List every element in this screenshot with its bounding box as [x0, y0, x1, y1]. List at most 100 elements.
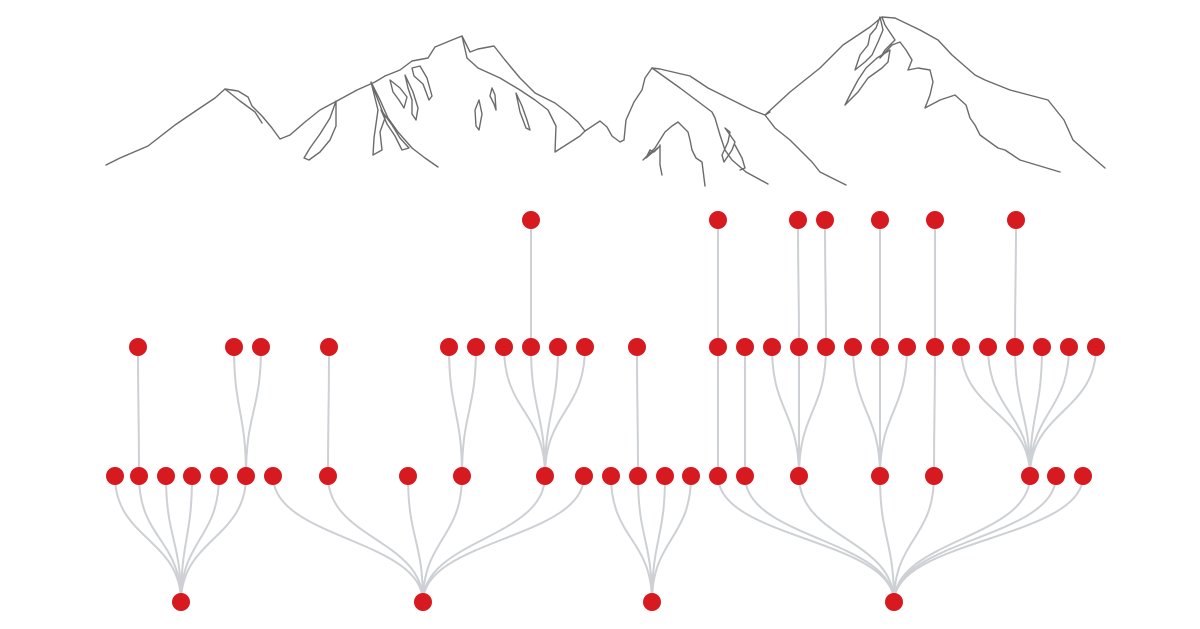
tree-node-level-1: [643, 593, 661, 611]
tree-edge: [893, 475, 1084, 603]
tree-nodes: [106, 211, 1105, 611]
tree-edge: [852, 346, 881, 477]
tree-edge: [893, 475, 935, 603]
tree-node-level-3: [1006, 338, 1024, 356]
tree-node-level-3: [736, 338, 754, 356]
tree-node-level-3: [763, 338, 781, 356]
tree-node-level-3: [522, 338, 540, 356]
tree-edge: [960, 346, 1031, 477]
tree-edge: [138, 475, 182, 603]
tree-node-level-2: [602, 467, 620, 485]
tree-edge: [771, 346, 800, 477]
tree-node-level-2: [736, 467, 754, 485]
tree-node-level-2: [871, 467, 889, 485]
tree-edge: [503, 346, 546, 477]
tree-node-level-3: [844, 338, 862, 356]
tree-node-level-3: [709, 338, 727, 356]
tree-node-level-3: [790, 338, 808, 356]
tree-node-level-2: [1047, 467, 1065, 485]
tree-node-level-2: [453, 467, 471, 485]
tree-edge: [824, 219, 827, 348]
tree-node-level-3: [926, 338, 944, 356]
tree-node-level-4: [709, 211, 727, 229]
tree-node-level-4: [522, 211, 540, 229]
tree-node-level-2: [130, 467, 148, 485]
tree-node-level-3: [129, 338, 147, 356]
tree-node-level-3: [628, 338, 646, 356]
tree-node-level-1: [172, 593, 190, 611]
tree-edge: [114, 475, 182, 603]
tree-node-level-3: [320, 338, 338, 356]
tree-node-level-2: [210, 467, 228, 485]
tree-edge: [744, 475, 895, 603]
tree-edge: [327, 475, 424, 603]
tree-node-level-2: [575, 467, 593, 485]
tree-node-level-3: [549, 338, 567, 356]
tree-node-level-1: [414, 593, 432, 611]
tree-edge: [893, 475, 1057, 603]
tree-edge: [245, 346, 262, 477]
tree-node-level-3: [952, 338, 970, 356]
tree-node-level-2: [709, 467, 727, 485]
tree-edge: [610, 475, 653, 603]
tree-edge: [448, 346, 463, 477]
tree-node-level-2: [319, 467, 337, 485]
tree-edge: [798, 346, 827, 477]
tree-edge: [636, 346, 639, 477]
tree-node-level-3: [871, 338, 889, 356]
tree-node-level-2: [1074, 467, 1092, 485]
tree-edge: [407, 475, 424, 603]
tree-node-level-3: [1060, 338, 1078, 356]
tree-edge: [422, 475, 546, 603]
tree-node-level-2: [790, 467, 808, 485]
tree-node-level-2: [1021, 467, 1039, 485]
tree-node-level-2: [629, 467, 647, 485]
tree-edge: [544, 346, 586, 477]
tree-node-level-4: [816, 211, 834, 229]
tree-edge: [422, 475, 463, 603]
tree-node-level-2: [656, 467, 674, 485]
tree-edge: [797, 219, 800, 348]
tree-node-level-4: [789, 211, 807, 229]
tree-edge: [1029, 346, 1097, 477]
tree-edge: [272, 475, 424, 603]
tree-node-level-1: [885, 593, 903, 611]
tree-node-level-3: [979, 338, 997, 356]
tree-edge: [987, 346, 1031, 477]
tree-node-level-3: [440, 338, 458, 356]
tree-node-level-2: [264, 467, 282, 485]
tree-node-level-2: [183, 467, 201, 485]
tree-edges: [114, 219, 1097, 603]
tree-edge: [1014, 219, 1017, 348]
tree-node-level-2: [399, 467, 417, 485]
tree-node-level-3: [898, 338, 916, 356]
tree-node-level-3: [495, 338, 513, 356]
tree-node-level-2: [106, 467, 124, 485]
tree-node-level-4: [871, 211, 889, 229]
tree-edge: [879, 475, 895, 603]
tree-node-level-2: [925, 467, 943, 485]
tree-edge: [879, 346, 908, 477]
tree-node-level-3: [1087, 338, 1105, 356]
tree-node-level-3: [225, 338, 243, 356]
tree-edge: [798, 475, 895, 603]
tree-edge: [651, 475, 692, 603]
tree-edge: [717, 475, 895, 603]
tree-node-level-2: [682, 467, 700, 485]
mountain-range-icon: [105, 16, 1106, 187]
tree-edge: [233, 346, 247, 477]
tree-edge: [180, 475, 247, 603]
tree-node-level-3: [467, 338, 485, 356]
tree-edge: [422, 475, 585, 603]
tree-node-level-2: [536, 467, 554, 485]
tree-edge: [461, 346, 477, 477]
tree-node-level-4: [1007, 211, 1025, 229]
tree-node-level-3: [576, 338, 594, 356]
tree-edge: [327, 346, 330, 477]
tree-node-level-4: [926, 211, 944, 229]
tree-node-level-3: [1033, 338, 1051, 356]
tree-edge: [137, 346, 140, 477]
tree-node-level-2: [237, 467, 255, 485]
tree-node-level-3: [817, 338, 835, 356]
